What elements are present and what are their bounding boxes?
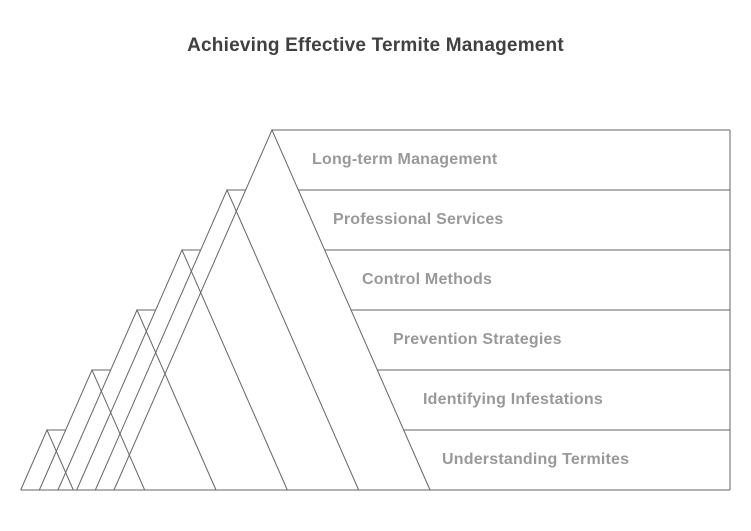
level-label-identifying-infestations: Identifying Infestations bbox=[423, 391, 603, 408]
triangle-understanding-termites bbox=[20, 428, 74, 491]
triangle-prevention-strategies bbox=[57, 308, 217, 491]
level-label-professional-services: Professional Services bbox=[333, 211, 504, 228]
diagram-title: Achieving Effective Termite Management bbox=[187, 35, 564, 56]
level-label-understanding-termites: Understanding Termites bbox=[442, 451, 630, 468]
triangle-professional-services bbox=[94, 188, 360, 491]
level-label-control-methods: Control Methods bbox=[362, 271, 493, 288]
level-label-long-term-management: Long-term Management bbox=[312, 151, 498, 168]
level-label-prevention-strategies: Prevention Strategies bbox=[393, 331, 562, 348]
